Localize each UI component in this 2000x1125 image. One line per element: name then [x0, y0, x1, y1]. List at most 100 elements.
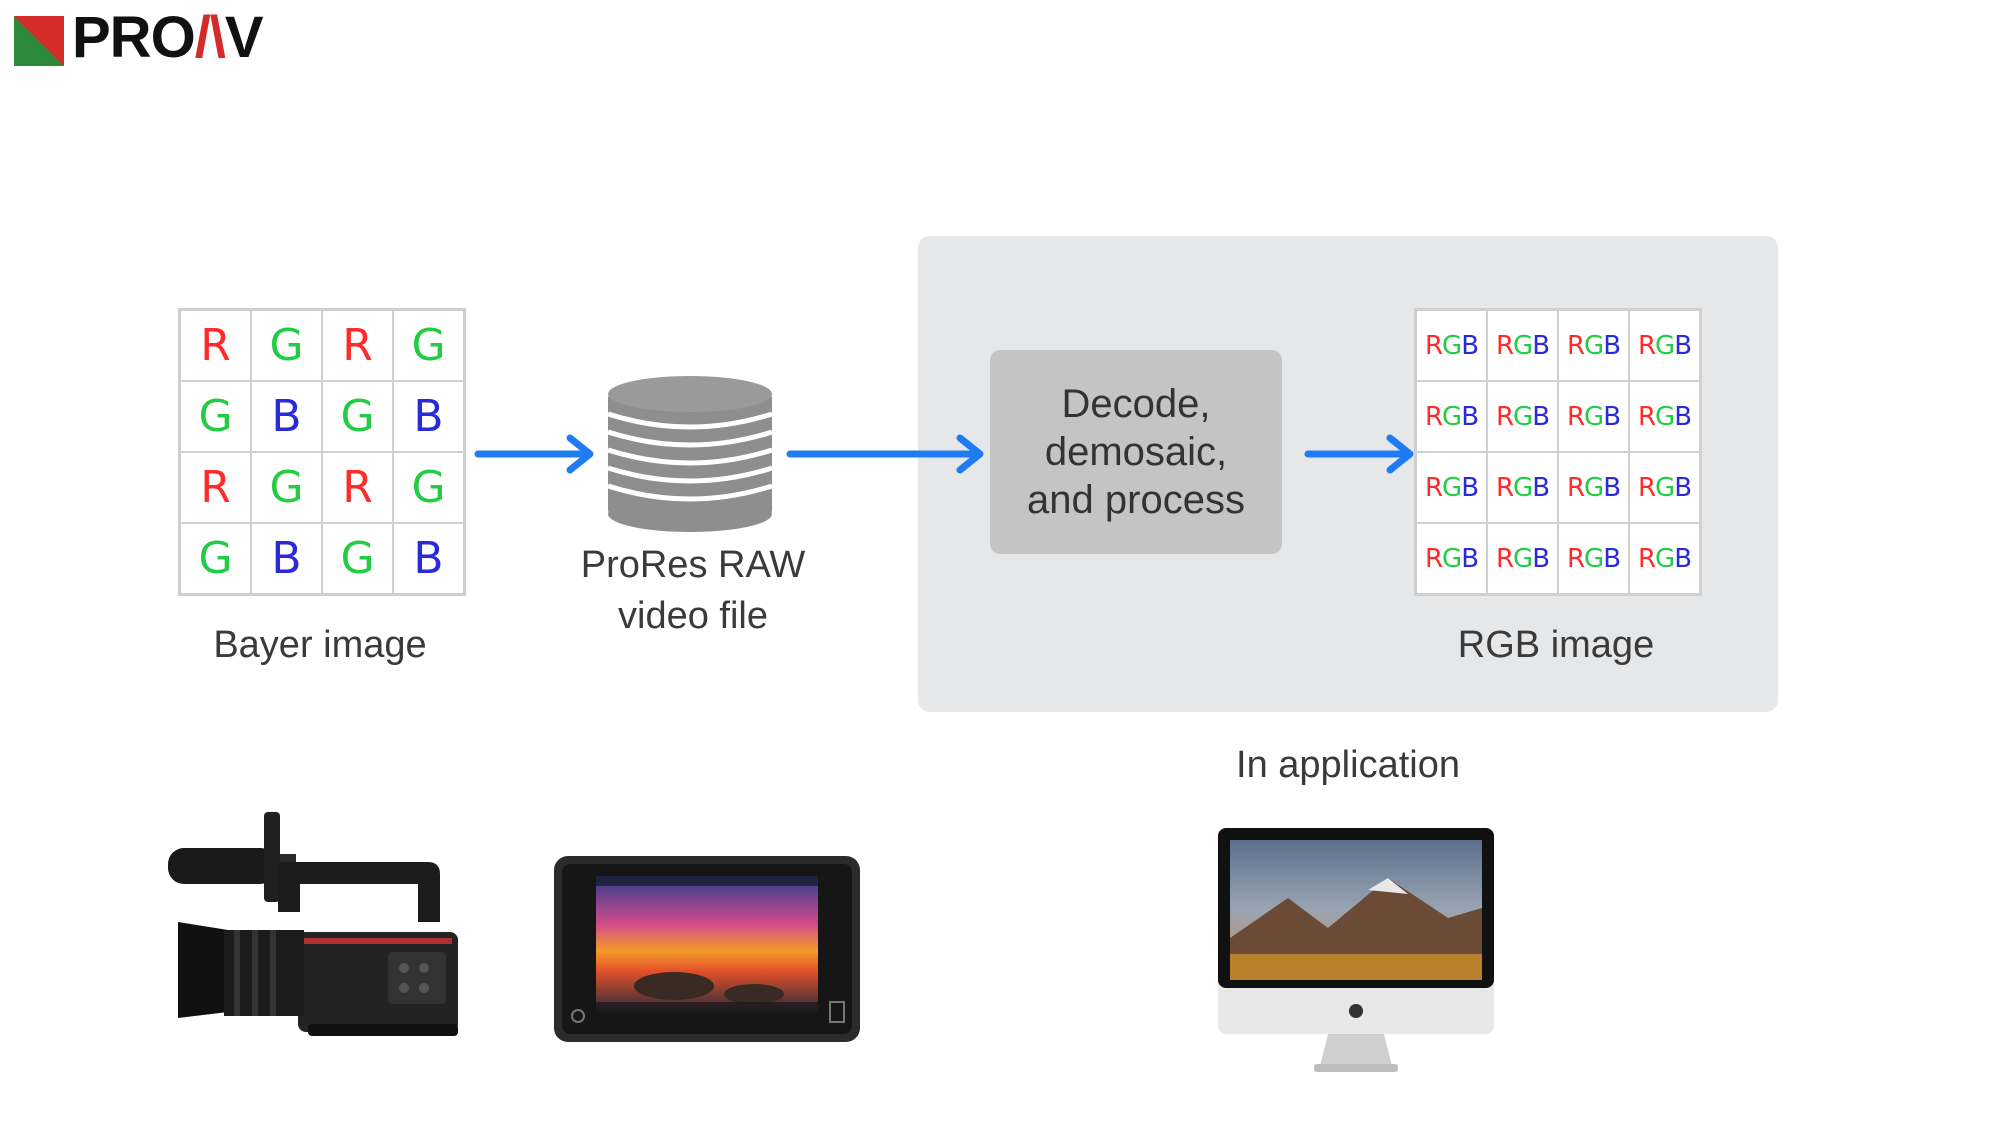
rgb-cell-channel: R: [1566, 401, 1585, 432]
rgb-cell-channel: R: [1424, 472, 1443, 503]
monitor-recorder-icon: [554, 856, 860, 1042]
rgb-cell-channel: R: [1495, 330, 1514, 361]
rgb-cell-channel: R: [1424, 401, 1443, 432]
rgb-caption: RGB image: [1457, 624, 1655, 666]
rgb-cell-channel: G: [1584, 330, 1604, 361]
bayer-cell: G: [393, 310, 464, 381]
proav-logo: PRO/\V: [14, 5, 314, 70]
bayer-cell: G: [322, 523, 393, 594]
imac-icon: [1218, 828, 1494, 1072]
application-caption: In application: [1236, 744, 1460, 786]
rgb-cell-channel: R: [1566, 543, 1585, 574]
rgb-cell-channel: B: [1461, 543, 1479, 574]
bayer-cell: G: [180, 523, 251, 594]
rgb-cell-channel: B: [1532, 472, 1550, 503]
bayer-cell: B: [393, 381, 464, 452]
rgb-cell-channel: G: [1655, 401, 1675, 432]
arrow-right-icon: [1304, 434, 1414, 474]
rgb-cell-channel: B: [1603, 543, 1621, 574]
rgb-cell-channel: R: [1637, 543, 1656, 574]
rgb-cell-channel: B: [1461, 401, 1479, 432]
rgb-cell-channel: G: [1584, 472, 1604, 503]
bayer-cell: G: [251, 452, 322, 523]
rgb-cell-channel: G: [1584, 401, 1604, 432]
rgb-cell-channel: R: [1637, 401, 1656, 432]
rgb-cell-channel: R: [1495, 401, 1514, 432]
camera-icon: [168, 812, 458, 1036]
rgb-cell-channel: R: [1424, 543, 1443, 574]
rgb-cell-channel: B: [1532, 330, 1550, 361]
rgb-cell-channel: G: [1655, 472, 1675, 503]
arrow-right-icon: [474, 434, 594, 474]
rgb-cell-channel: B: [1532, 401, 1550, 432]
bayer-cell: B: [251, 523, 322, 594]
rgb-cell-channel: G: [1442, 472, 1462, 503]
bayer-cell: R: [180, 452, 251, 523]
bayer-cell: B: [251, 381, 322, 452]
logo-text: PRO/\V: [72, 5, 264, 70]
rgb-cell-channel: R: [1495, 472, 1514, 503]
rgb-cell-channel: R: [1495, 543, 1514, 574]
bayer-cell: G: [251, 310, 322, 381]
rgb-cell-channel: B: [1674, 330, 1692, 361]
rgb-cell-channel: B: [1603, 401, 1621, 432]
rgb-cell-channel: G: [1442, 543, 1462, 574]
rgb-cell-channel: R: [1424, 330, 1443, 361]
rgb-cell-channel: G: [1513, 330, 1533, 361]
rgb-cell-channel: B: [1532, 543, 1550, 574]
rgb-cell-channel: G: [1513, 543, 1533, 574]
storage-caption-line2: video file: [618, 595, 768, 637]
bayer-cell: G: [180, 381, 251, 452]
process-box: Decode, demosaic, and process: [990, 350, 1282, 554]
bayer-cell: R: [180, 310, 251, 381]
rgb-cell-channel: G: [1442, 330, 1462, 361]
rgb-cell-channel: B: [1674, 472, 1692, 503]
bayer-cell: R: [322, 452, 393, 523]
rgb-cell-channel: B: [1461, 472, 1479, 503]
bayer-cell: R: [322, 310, 393, 381]
bayer-cell: G: [393, 452, 464, 523]
rgb-cell-channel: G: [1584, 543, 1604, 574]
storage-caption: ProRes RAW video file: [548, 540, 838, 642]
rgb-cell-channel: R: [1566, 330, 1585, 361]
rgb-cell-channel: G: [1513, 401, 1533, 432]
rgb-cell-channel: G: [1513, 472, 1533, 503]
rgb-cell-channel: B: [1674, 543, 1692, 574]
rgb-cell-channel: G: [1655, 330, 1675, 361]
arrow-right-icon: [786, 434, 984, 474]
bayer-cell: G: [322, 381, 393, 452]
rgb-cell-channel: B: [1674, 401, 1692, 432]
rgb-cell-channel: R: [1566, 472, 1585, 503]
rgb-cell-channel: R: [1637, 330, 1656, 361]
bayer-caption: Bayer image: [213, 624, 427, 666]
logo-mark-icon: [14, 16, 64, 66]
rgb-cell-channel: G: [1655, 543, 1675, 574]
rgb-cell-channel: B: [1603, 472, 1621, 503]
rgb-cell-channel: R: [1637, 472, 1656, 503]
rgb-cell-channel: G: [1442, 401, 1462, 432]
process-label: Decode, demosaic, and process: [1027, 382, 1245, 522]
bayer-cell: B: [393, 523, 464, 594]
rgb-cell-channel: B: [1461, 330, 1479, 361]
rgb-cell-channel: B: [1603, 330, 1621, 361]
database-stack-icon: [607, 376, 773, 532]
storage-caption-line1: ProRes RAW: [580, 544, 806, 586]
